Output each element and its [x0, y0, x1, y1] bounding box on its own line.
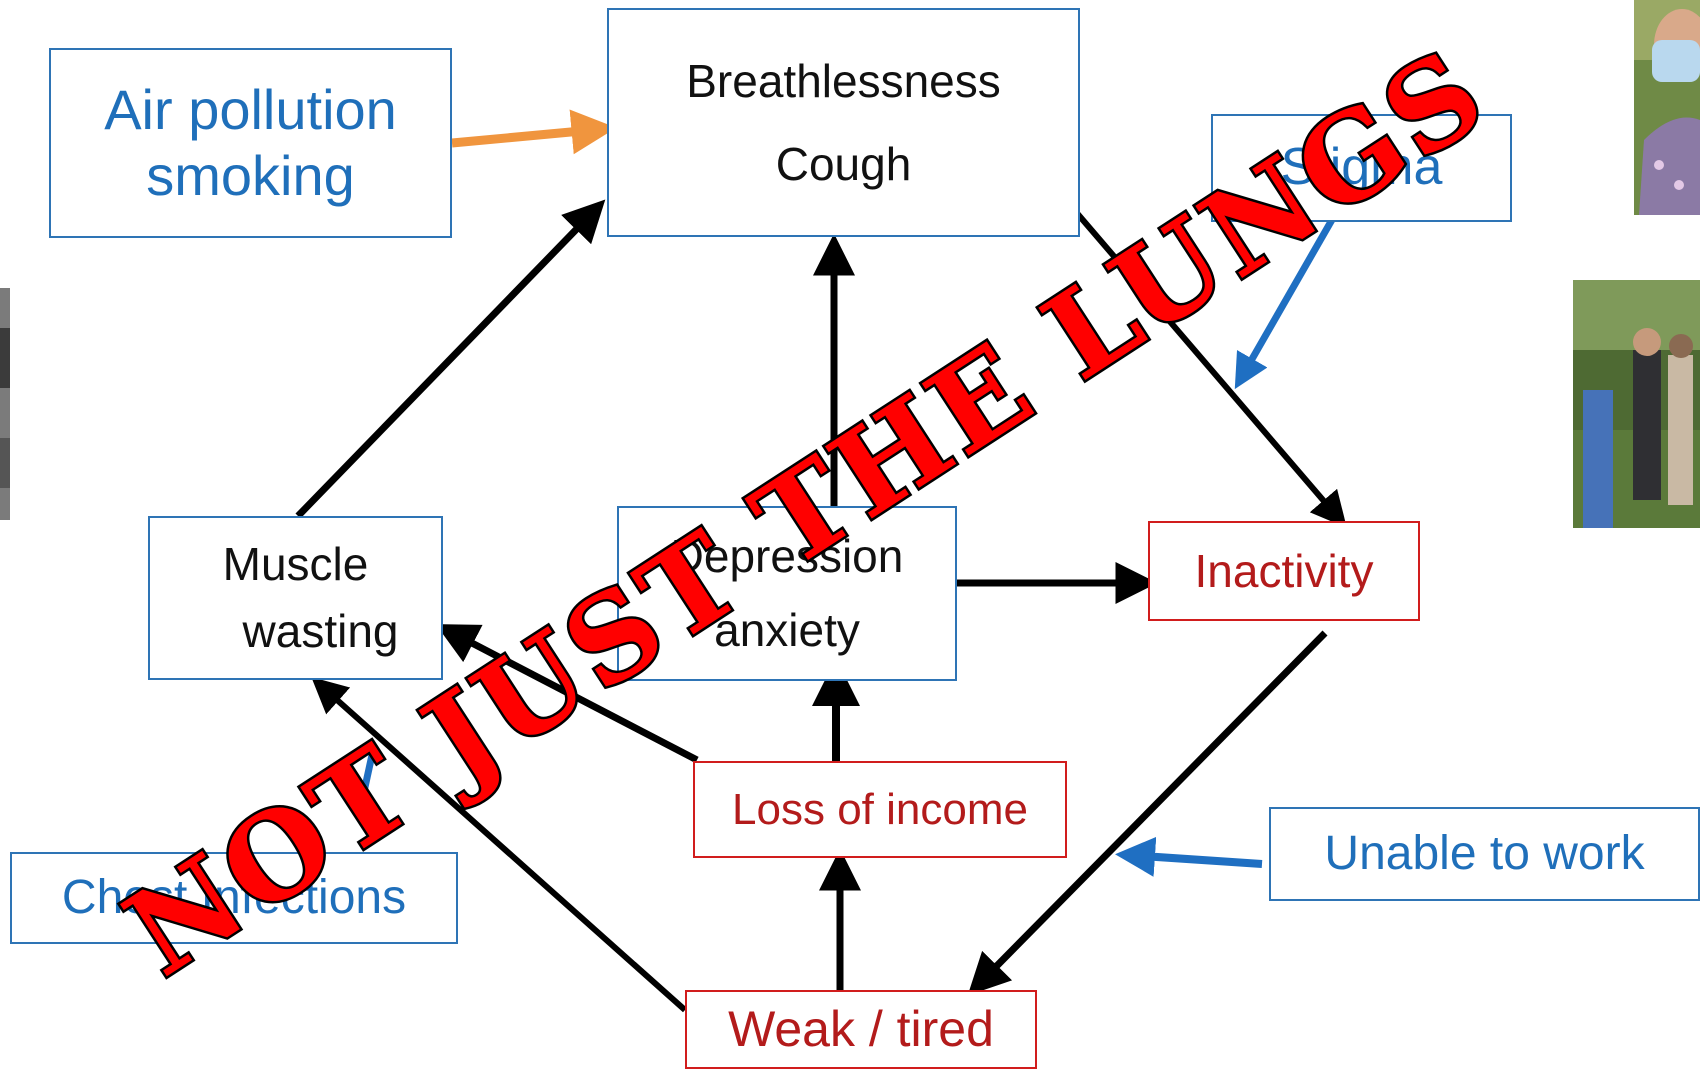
- stigma-node: Stigma: [1211, 114, 1512, 222]
- arrow-chest-infections-to-muscle: [356, 754, 376, 811]
- arrow-stigma-to-inactivity-path: [1234, 216, 1337, 390]
- unable-to-work-node: Unable to work: [1269, 807, 1700, 901]
- arrow-unable-to-work-to-path: [1115, 836, 1263, 877]
- arrow-income-to-muscle: [435, 624, 699, 764]
- stigma-label: Stigma: [1280, 138, 1443, 197]
- air-pollution-line: Air pollution: [104, 77, 397, 141]
- unable-to-work-label: Unable to work: [1324, 826, 1645, 880]
- breathlessness-line: Breathlessness: [686, 54, 1001, 107]
- people-outdoors-photo: [1573, 280, 1700, 528]
- arrow-weak-to-muscle: [311, 677, 687, 1013]
- muscle-wasting-node: Muscle wasting: [148, 516, 443, 680]
- smokestack-photo: [0, 288, 10, 520]
- depression-line: Depression: [670, 529, 904, 582]
- anxiety-line: anxiety: [714, 603, 860, 656]
- depression-anxiety-node: Depression anxiety: [617, 506, 957, 681]
- arrow-air-pollution-to-breathlessness: [451, 109, 617, 155]
- arrow-breathlessness-to-inactivity: [1073, 210, 1347, 528]
- loss-of-income-node: Loss of income: [693, 761, 1067, 858]
- loss-of-income-label: Loss of income: [732, 784, 1028, 834]
- chest-infections-label: Chest Infections: [61, 870, 407, 924]
- inactivity-label: Inactivity: [1194, 544, 1374, 597]
- person-with-mask-photo: [1634, 0, 1700, 215]
- air-pollution-smoking-node: Air pollution smoking: [49, 48, 452, 238]
- arrow-muscle-to-breathlessness: [295, 199, 606, 519]
- cough-line: Cough: [775, 137, 912, 190]
- inactivity-node: Inactivity: [1148, 521, 1420, 621]
- wasting-line: wasting: [242, 605, 399, 657]
- smoking-line: smoking: [146, 144, 355, 207]
- weak-tired-label: Weak / tired: [728, 1001, 994, 1057]
- chest-infections-node: Chest Infections: [10, 852, 458, 944]
- weak-tired-node: Weak / tired: [685, 990, 1037, 1069]
- arrow-inactivity-to-weak: [967, 630, 1328, 996]
- breathlessness-cough-node: Breathlessness Cough: [607, 8, 1080, 237]
- muscle-line: Muscle: [222, 538, 369, 591]
